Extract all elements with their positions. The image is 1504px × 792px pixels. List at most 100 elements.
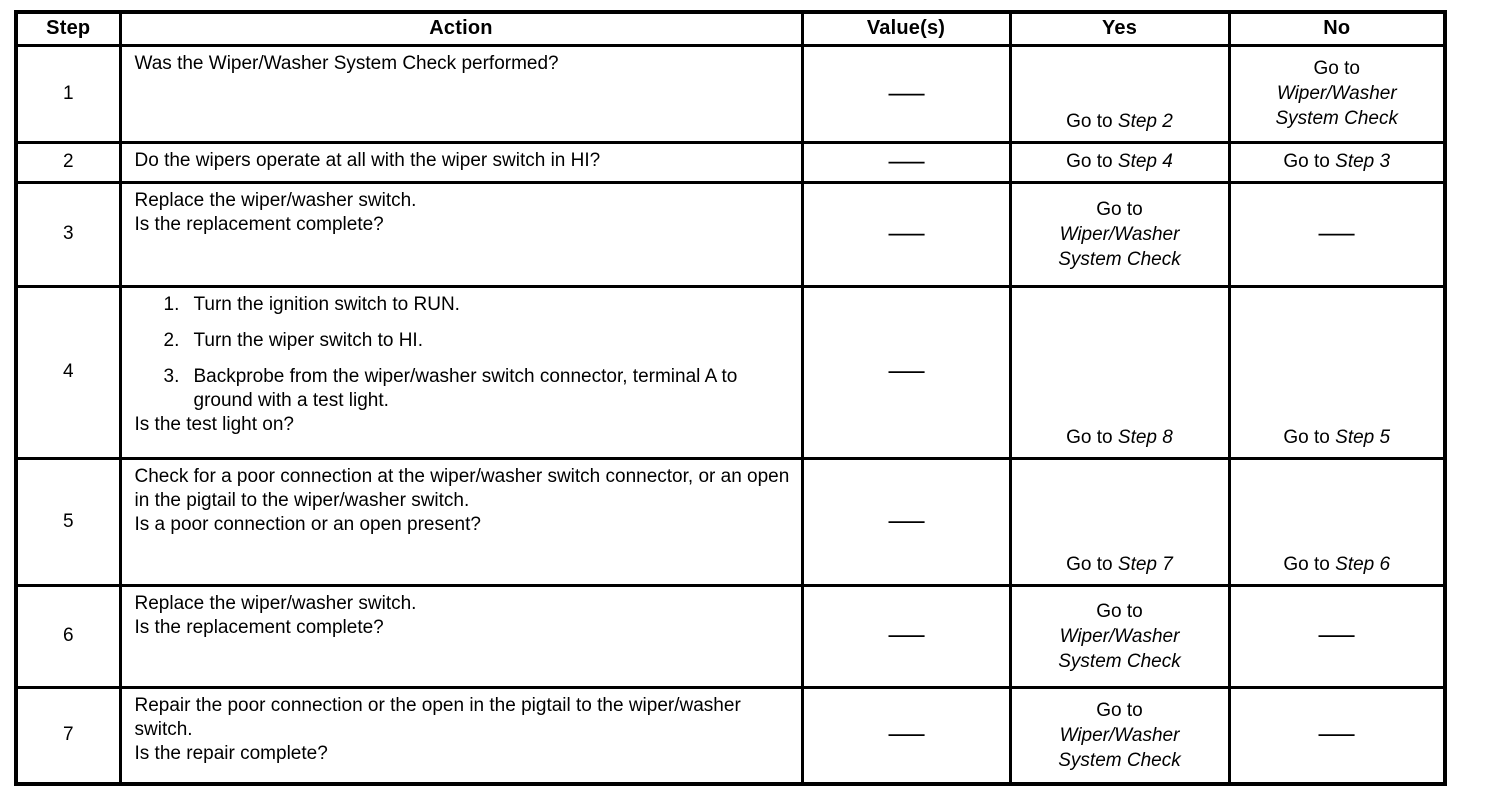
goto-target-step: Step 2 xyxy=(1117,110,1173,132)
action-question: Is a poor connection or an open present? xyxy=(134,513,481,535)
goto-target-step: Step 7 xyxy=(1117,553,1173,575)
action-text: Do the wipers operate at all with the wi… xyxy=(134,149,601,171)
goto-target-check-line1: Wiper/Washer xyxy=(1276,83,1397,104)
goto-target-check-line2: System Check xyxy=(1058,650,1181,672)
list-item: 2. Turn the wiper switch to HI. xyxy=(164,329,791,353)
goto-target-step: Step 8 xyxy=(1117,426,1173,448)
no-cell: Go to Wiper/Washer System Check xyxy=(1227,43,1447,144)
action-cell: Repair the poor connection or the open i… xyxy=(118,685,804,786)
table-row-step-2: 2 Do the wipers operate at all with the … xyxy=(14,140,1447,184)
action-question: Is the repair complete? xyxy=(134,742,328,764)
table-row-step-3: 3 Replace the wiper/washer switch. Is th… xyxy=(14,180,1447,288)
value-cell: — xyxy=(800,284,1012,460)
action-cell: 1. Turn the ignition switch to RUN. 2. T… xyxy=(118,284,804,460)
goto-target-check-line2: System Check xyxy=(1275,108,1398,129)
diagnostic-table: Step Action Value(s) Yes No 1 Was the Wi… xyxy=(14,10,1447,786)
list-item: 3. Backprobe from the wiper/washer switc… xyxy=(164,365,791,413)
goto-target-step: Step 6 xyxy=(1335,553,1391,575)
step-number: 5 xyxy=(14,456,122,587)
no-cell: Go to Step 6 xyxy=(1227,456,1447,587)
dash-placeholder: — xyxy=(887,357,925,386)
list-item-number: 2. xyxy=(163,329,180,351)
yes-cell: Go to Wiper/Washer System Check xyxy=(1008,685,1231,786)
action-cell: Do the wipers operate at all with the wi… xyxy=(118,140,804,184)
action-cell: Replace the wiper/washer switch. Is the … xyxy=(118,180,804,288)
goto-label: Go to xyxy=(1066,110,1113,132)
dash-placeholder: — xyxy=(887,219,925,248)
goto-label: Go to xyxy=(1066,426,1113,448)
action-cell: Check for a poor connection at the wiper… xyxy=(118,456,804,587)
goto-target-check-line2: System Check xyxy=(1058,248,1181,270)
goto-target-check-line1: Wiper/Washer xyxy=(1059,724,1180,746)
action-question: Is the replacement complete? xyxy=(134,616,384,638)
goto-label: Go to xyxy=(1283,426,1330,448)
action-text: Replace the wiper/washer switch. xyxy=(134,592,417,614)
dash-placeholder: — xyxy=(1318,621,1355,650)
action-cell: Replace the wiper/washer switch. Is the … xyxy=(118,583,804,689)
list-item-number: 1. xyxy=(163,293,180,315)
column-header-action: Action xyxy=(118,10,804,47)
value-cell: — xyxy=(800,456,1012,587)
goto-target-step: Step 3 xyxy=(1335,151,1391,172)
dash-placeholder: — xyxy=(887,621,925,650)
dash-placeholder: — xyxy=(1318,219,1355,248)
goto-label: Go to xyxy=(1283,151,1330,172)
action-text: Check for a poor connection at the wiper… xyxy=(134,465,790,511)
no-cell: Go to Step 3 xyxy=(1227,140,1447,184)
yes-cell: Go to Wiper/Washer System Check xyxy=(1008,180,1231,288)
goto-label: Go to xyxy=(1283,553,1330,575)
table-row-step-5: 5 Check for a poor connection at the wip… xyxy=(14,456,1447,587)
table-row-step-6: 6 Replace the wiper/washer switch. Is th… xyxy=(14,583,1447,689)
yes-cell: Go to Step 7 xyxy=(1008,456,1231,587)
goto-label: Go to xyxy=(1066,151,1113,172)
goto-target-check-line1: Wiper/Washer xyxy=(1059,223,1180,245)
goto-target-step: Step 5 xyxy=(1335,426,1391,448)
goto-label: Go to xyxy=(1096,600,1143,622)
yes-cell: Go to Step 4 xyxy=(1008,140,1231,184)
value-cell: — xyxy=(800,685,1012,786)
goto-label: Go to xyxy=(1066,553,1113,575)
goto-target-step: Step 4 xyxy=(1117,151,1173,172)
column-header-no: No xyxy=(1227,10,1447,47)
no-cell: — xyxy=(1227,180,1447,288)
list-item-number: 3. xyxy=(163,365,180,387)
value-cell: — xyxy=(800,43,1012,144)
action-text: Replace the wiper/washer switch. xyxy=(134,189,417,211)
list-item: 1. Turn the ignition switch to RUN. xyxy=(164,293,791,317)
list-item-text: Backprobe from the wiper/washer switch c… xyxy=(193,365,738,411)
no-cell: — xyxy=(1227,685,1447,786)
value-cell: — xyxy=(800,140,1012,184)
action-text: Was the Wiper/Washer System Check perfor… xyxy=(134,52,559,74)
value-cell: — xyxy=(800,180,1012,288)
action-question: Is the replacement complete? xyxy=(134,213,384,235)
action-text: Repair the poor connection or the open i… xyxy=(134,694,741,740)
goto-label: Go to xyxy=(1313,58,1360,79)
yes-cell: Go to Step 2 xyxy=(1008,43,1231,144)
column-header-yes: Yes xyxy=(1008,10,1231,47)
action-numbered-list: 1. Turn the ignition switch to RUN. 2. T… xyxy=(135,293,791,413)
dash-placeholder: — xyxy=(887,147,925,176)
column-header-step: Step xyxy=(14,10,122,47)
step-number: 6 xyxy=(14,583,122,689)
goto-target-check-line2: System Check xyxy=(1058,749,1181,771)
step-number: 3 xyxy=(14,180,122,288)
goto-label: Go to xyxy=(1096,198,1143,220)
goto-label: Go to xyxy=(1096,699,1143,721)
table-row-step-1: 1 Was the Wiper/Washer System Check perf… xyxy=(14,43,1447,144)
goto-target-check-line1: Wiper/Washer xyxy=(1059,625,1180,647)
column-header-values: Value(s) xyxy=(800,10,1012,47)
dash-placeholder: — xyxy=(887,720,925,749)
table-row-step-4: 4 1. Turn the ignition switch to RUN. 2.… xyxy=(14,284,1447,460)
no-cell: — xyxy=(1227,583,1447,689)
step-number: 4 xyxy=(14,284,122,460)
yes-cell: Go to Step 8 xyxy=(1008,284,1231,460)
action-cell: Was the Wiper/Washer System Check perfor… xyxy=(118,43,804,144)
yes-cell: Go to Wiper/Washer System Check xyxy=(1008,583,1231,689)
list-item-text: Turn the wiper switch to HI. xyxy=(193,329,423,351)
no-cell: Go to Step 5 xyxy=(1227,284,1447,460)
dash-placeholder: — xyxy=(887,506,925,535)
list-item-text: Turn the ignition switch to RUN. xyxy=(193,293,460,315)
value-cell: — xyxy=(800,583,1012,689)
dash-placeholder: — xyxy=(887,78,925,107)
